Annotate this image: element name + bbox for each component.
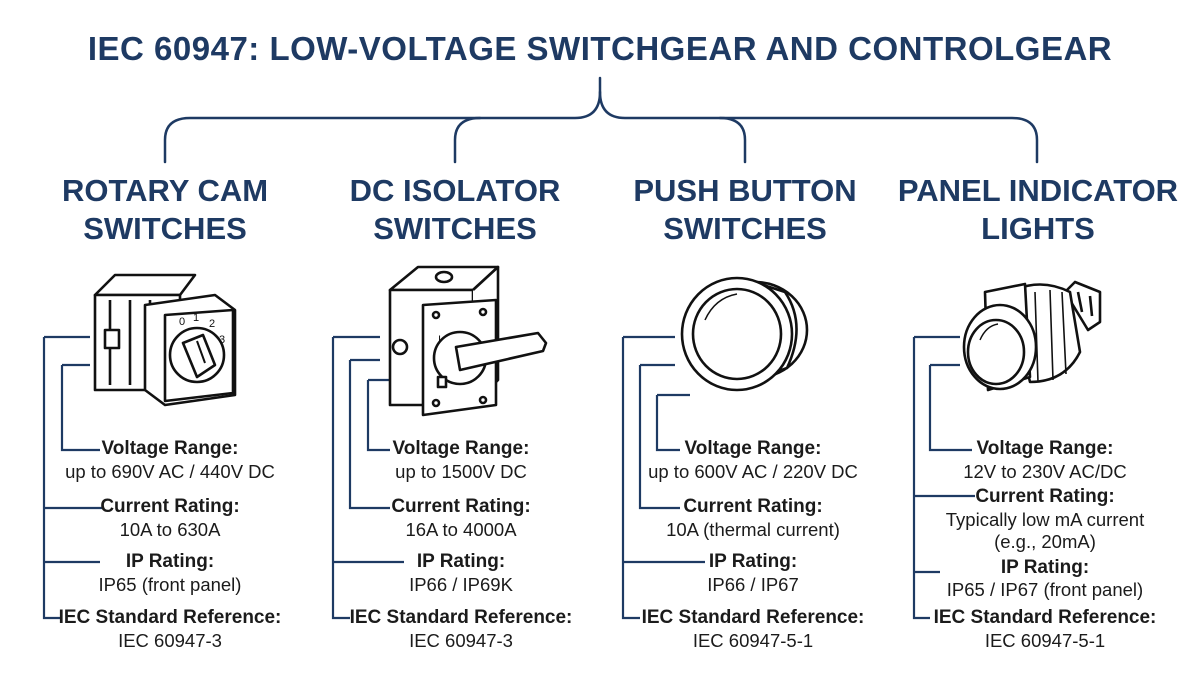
- ip-rating-label: IP Rating:: [1000, 557, 1090, 578]
- dc-isolator-title: DC ISOLATOR SWITCHES: [305, 172, 605, 248]
- hierarchy-brace: [163, 76, 1039, 164]
- rotary-cam-title: ROTARY CAM SWITCHES: [15, 172, 315, 248]
- current-rating-label: Current Rating:: [100, 496, 240, 517]
- push-button-title: PUSH BUTTON SWITCHES: [595, 172, 895, 248]
- dial-marks: 0 1 2 3: [179, 312, 225, 346]
- ip-rating-value: IP65 (front panel): [98, 574, 242, 595]
- voltage-range-label: Voltage Range:: [101, 438, 239, 459]
- current-rating-value: 16A to 4000A: [405, 519, 517, 540]
- ip-rating-label: IP Rating:: [125, 551, 215, 572]
- voltage-range-value: up to 600V AC / 220V DC: [648, 461, 858, 482]
- current-rating-label: Current Rating:: [683, 496, 823, 517]
- spec-connectors: [42, 335, 975, 620]
- voltage-range-label: Voltage Range:: [392, 438, 530, 459]
- iec-standard-value: IEC 60947-5-1: [692, 630, 814, 651]
- dial-mark-on: I: [438, 334, 441, 346]
- panel-indicator-light-icon: [962, 280, 1102, 392]
- current-rating-label: Current Rating:: [975, 486, 1115, 507]
- push-button-title-line1: PUSH BUTTON: [633, 173, 857, 208]
- panel-indicator-title: PANEL INDICATOR LIGHTS: [888, 172, 1188, 248]
- iec-standard-label: IEC Standard Reference:: [933, 607, 1157, 628]
- ip-rating-value: IP65 / IP67 (front panel): [946, 579, 1144, 600]
- panel-indicator-title-line1: PANEL INDICATOR: [897, 173, 1179, 208]
- current-rating-label: Current Rating:: [391, 496, 531, 517]
- ip-rating-label: IP Rating:: [416, 551, 506, 572]
- ip-rating-label: IP Rating:: [708, 551, 798, 572]
- iec-standard-label: IEC Standard Reference:: [349, 607, 573, 628]
- rotary-cam-title-line1: ROTARY CAM: [61, 173, 269, 208]
- voltage-range-value: up to 1500V DC: [395, 461, 527, 482]
- svg-text:3: 3: [219, 334, 225, 346]
- voltage-range-value: 12V to 230V AC/DC: [963, 461, 1127, 482]
- iec-standard-value: IEC 60947-5-1: [984, 630, 1106, 651]
- svg-text:1: 1: [193, 312, 199, 324]
- ip-rating-value: IP66 / IP69K: [409, 574, 513, 595]
- dc-isolator-title-line2: SWITCHES: [373, 211, 537, 246]
- dc-isolator-title-line1: DC ISOLATOR: [349, 173, 561, 208]
- ip-rating-value: IP66 / IP67: [707, 574, 799, 595]
- voltage-range-label: Voltage Range:: [976, 438, 1114, 459]
- voltage-range-label: Voltage Range:: [684, 438, 822, 459]
- current-rating-value-example: (e.g., 20mA): [994, 531, 1096, 552]
- iec-standard-value: IEC 60947-3: [409, 630, 513, 651]
- svg-text:2: 2: [209, 318, 215, 330]
- rotary-cam-title-line2: SWITCHES: [83, 211, 247, 246]
- diagram-title: IEC 60947: LOW-VOLTAGE SWITCHGEAR AND CO…: [87, 30, 1113, 67]
- current-rating-value: Typically low mA current: [945, 509, 1145, 530]
- iec-standard-label: IEC Standard Reference:: [58, 607, 282, 628]
- current-rating-value: 10A (thermal current): [666, 519, 840, 540]
- iec-standard-value: IEC 60947-3: [118, 630, 222, 651]
- voltage-range-value: up to 690V AC / 440V DC: [65, 461, 275, 482]
- push-button-switch-icon: [680, 276, 809, 392]
- dc-isolator-switch-icon: I: [388, 265, 548, 417]
- rotary-cam-switch-icon: 0 1 2 3: [93, 273, 237, 407]
- current-rating-value: 10A to 630A: [119, 519, 221, 540]
- panel-indicator-title-line2: LIGHTS: [981, 211, 1095, 246]
- push-button-title-line2: SWITCHES: [663, 211, 827, 246]
- iec-standard-label: IEC Standard Reference:: [641, 607, 865, 628]
- svg-text:0: 0: [179, 316, 185, 328]
